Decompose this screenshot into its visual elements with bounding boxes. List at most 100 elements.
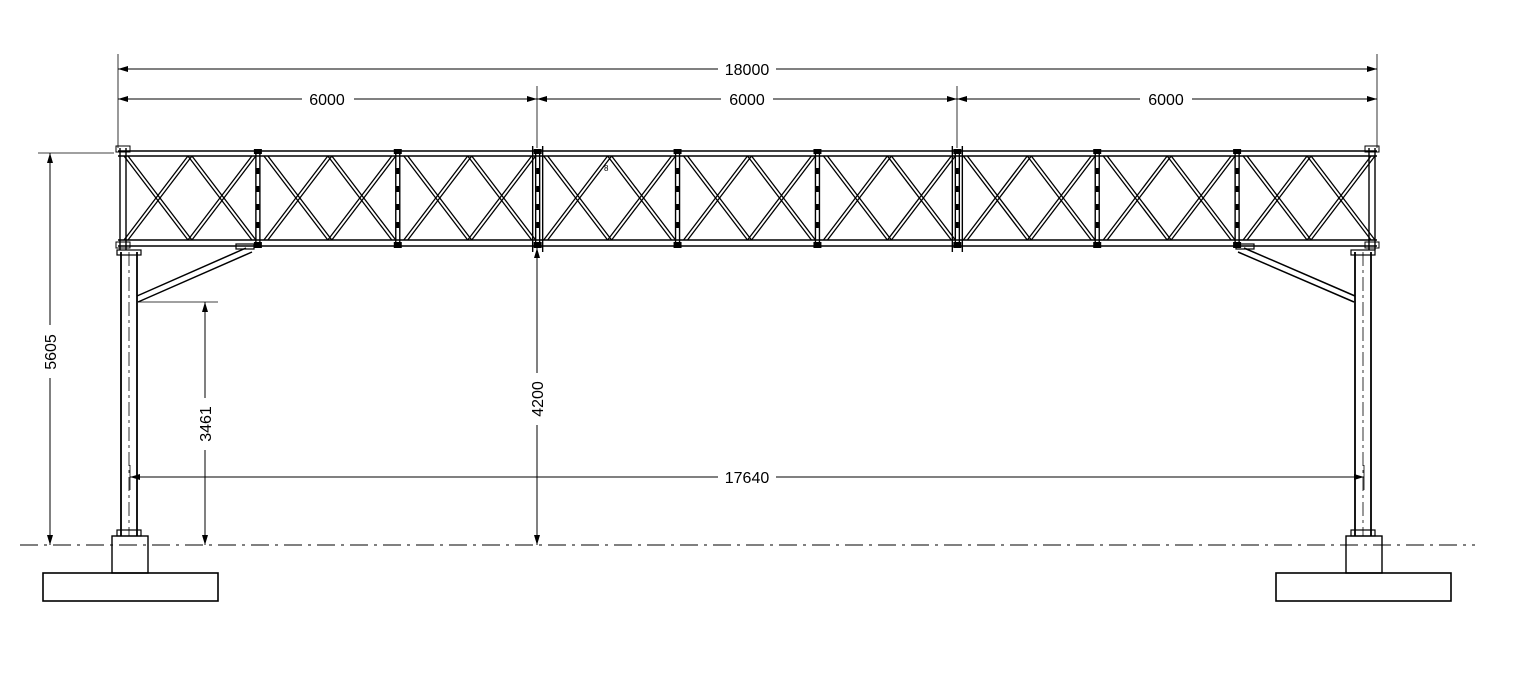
truss-diagonal <box>683 155 749 241</box>
truss-node <box>393 242 402 248</box>
left-knee-brace <box>136 243 255 303</box>
truss-bolt <box>536 168 540 174</box>
truss-diagonal <box>1106 155 1172 241</box>
truss-bolt <box>676 204 680 210</box>
dim-clear-height-label: 4200 <box>530 381 547 417</box>
dim-clear-span: 17640 <box>130 470 1364 487</box>
truss-bolt <box>676 168 680 174</box>
truss-diagonal <box>543 155 609 241</box>
truss-bolt <box>815 222 819 228</box>
dim-segment-2-label: 6000 <box>729 92 765 109</box>
truss-bolt <box>1235 186 1239 192</box>
truss-diagonal <box>1166 155 1232 241</box>
truss-diagonal <box>1310 155 1376 241</box>
truss-node <box>533 149 542 154</box>
svg-text:8: 8 <box>604 164 609 173</box>
truss-bolt <box>396 186 400 192</box>
truss-diagonal <box>1102 155 1168 241</box>
truss-diagonal <box>1242 155 1308 241</box>
truss-node <box>393 149 402 154</box>
truss-bolt <box>815 168 819 174</box>
truss-bolt <box>955 222 959 228</box>
truss-bolt <box>955 204 959 210</box>
truss-bolt <box>396 168 400 174</box>
dim-clear-span-label: 17640 <box>725 470 770 487</box>
truss-bolt <box>1235 168 1239 174</box>
truss-diagonal <box>966 155 1032 241</box>
truss-node <box>533 242 542 248</box>
truss-diagonal <box>407 155 473 241</box>
dim-brace-height-label: 3461 <box>198 406 215 442</box>
truss-bolt <box>815 186 819 192</box>
extension-lines <box>38 54 1378 490</box>
truss-diagonal <box>127 155 193 241</box>
dim-overall-span-label: 18000 <box>725 62 770 79</box>
right-knee-brace <box>1235 243 1356 303</box>
dim-segment-1: 6000 <box>118 92 537 109</box>
truss-diagonal <box>1170 155 1236 241</box>
truss-bolt <box>536 222 540 228</box>
truss-diagonal <box>467 155 533 241</box>
truss-bolt <box>256 186 260 192</box>
truss-diagonal <box>886 155 952 241</box>
truss-bolt <box>396 204 400 210</box>
truss-node <box>1093 242 1102 248</box>
truss-bolt <box>815 204 819 210</box>
truss-diagonal <box>611 155 677 241</box>
truss-bolt <box>676 222 680 228</box>
truss-node <box>953 242 962 248</box>
truss-diagonal <box>1246 155 1312 241</box>
truss-diagonal <box>191 155 257 241</box>
truss-bolt <box>676 186 680 192</box>
truss-node <box>253 242 262 248</box>
dim-segment-3: 6000 <box>957 92 1377 109</box>
truss-diagonal <box>403 155 469 241</box>
truss-diagonal <box>746 155 812 241</box>
truss-diagonal <box>890 155 956 241</box>
truss-bolt <box>1235 222 1239 228</box>
truss-diagonal <box>263 155 329 241</box>
truss-bolt <box>1095 168 1099 174</box>
truss-bolt <box>955 168 959 174</box>
truss-node <box>673 149 682 154</box>
truss-bolt <box>256 222 260 228</box>
truss-bolt <box>1095 186 1099 192</box>
dim-clear-height: 4200 <box>530 248 547 545</box>
dim-brace-height: 3461 <box>198 302 215 545</box>
truss-bolt <box>536 186 540 192</box>
left-foundation <box>42 535 219 602</box>
dim-total-height-label: 5605 <box>43 334 60 370</box>
truss-node <box>953 149 962 154</box>
truss-diagonal <box>822 155 888 241</box>
truss-diagonal <box>1306 155 1372 241</box>
truss-diagonal <box>962 155 1028 241</box>
truss-diagonal <box>331 155 397 241</box>
dim-segment-1-label: 6000 <box>309 92 345 109</box>
truss-diagonal <box>187 155 253 241</box>
truss-node <box>1233 242 1242 248</box>
truss-bolt <box>536 204 540 210</box>
truss-girder: 8 <box>115 145 1380 252</box>
dim-overall-span: 18000 <box>118 62 1377 79</box>
truss-node <box>813 242 822 248</box>
truss-bolt <box>955 186 959 192</box>
truss-diagonal <box>547 155 613 241</box>
truss-bolt <box>1095 204 1099 210</box>
truss-diagonal <box>267 155 333 241</box>
truss-diagonal <box>471 155 537 241</box>
truss-diagonal <box>327 155 393 241</box>
truss-node <box>673 242 682 248</box>
truss-bolt <box>256 168 260 174</box>
truss-bolt <box>396 222 400 228</box>
truss-node <box>813 149 822 154</box>
truss-node <box>1233 149 1242 154</box>
truss-diagonal <box>826 155 892 241</box>
truss-bolt <box>256 204 260 210</box>
truss-bolt <box>1095 222 1099 228</box>
right-foundation <box>1275 535 1452 602</box>
dim-segment-2: 6000 <box>537 92 957 109</box>
left-column <box>116 249 142 537</box>
truss-diagonal <box>607 155 673 241</box>
truss-bolt <box>1235 204 1239 210</box>
